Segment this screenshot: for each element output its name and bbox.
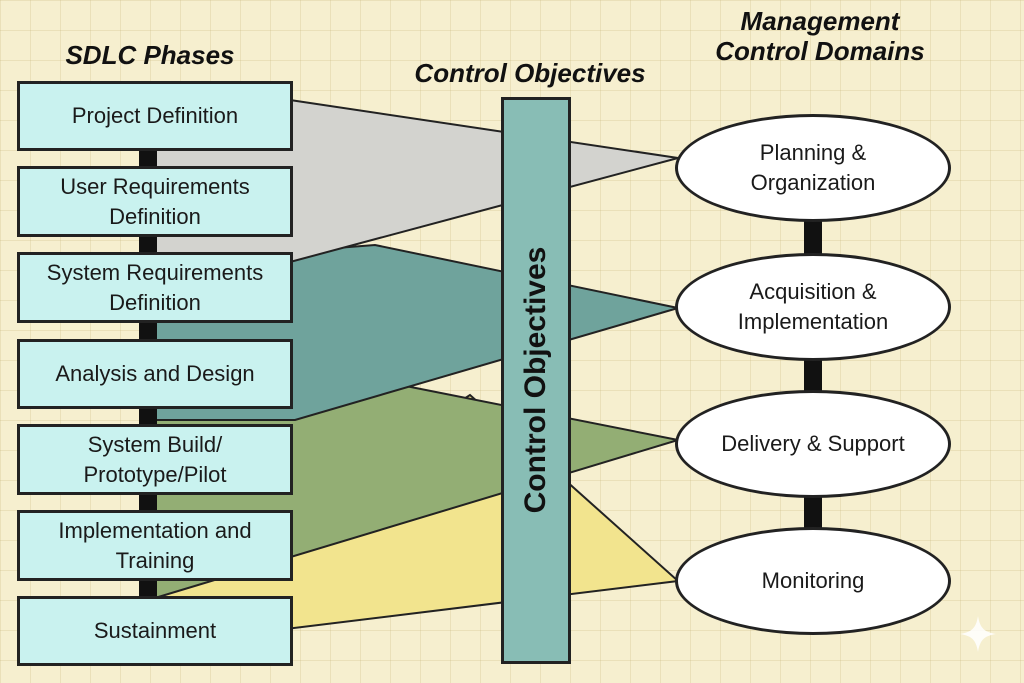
phase-system-build-prototype-pilot: System Build/ Prototype/Pilot bbox=[17, 424, 293, 495]
phase-sustainment: Sustainment bbox=[17, 596, 293, 666]
control-objectives-bar bbox=[501, 97, 571, 664]
management-control-domains-heading: Management Control Domains bbox=[715, 6, 925, 66]
control-objectives-heading: Control Objectives bbox=[414, 58, 646, 88]
domain-monitoring: Monitoring bbox=[675, 527, 951, 635]
phase-project-definition: Project Definition bbox=[17, 81, 293, 151]
sdlc-phases-heading: SDLC Phases bbox=[65, 40, 235, 70]
phase-system-requirements-definition: System Requirements Definition bbox=[17, 252, 293, 323]
domain-delivery-support: Delivery & Support bbox=[675, 390, 951, 498]
phase-user-requirements-definition: User Requirements Definition bbox=[17, 166, 293, 237]
control-objectives-bar-label: Control Objectives bbox=[519, 246, 552, 514]
domain-acquisition-implementation: Acquisition & Implementation bbox=[675, 253, 951, 361]
phase-analysis-and-design: Analysis and Design bbox=[17, 339, 293, 409]
phase-implementation-and-training: Implementation and Training bbox=[17, 510, 293, 581]
sparkle-icon bbox=[960, 616, 996, 652]
domain-planning-organization: Planning & Organization bbox=[675, 114, 951, 222]
